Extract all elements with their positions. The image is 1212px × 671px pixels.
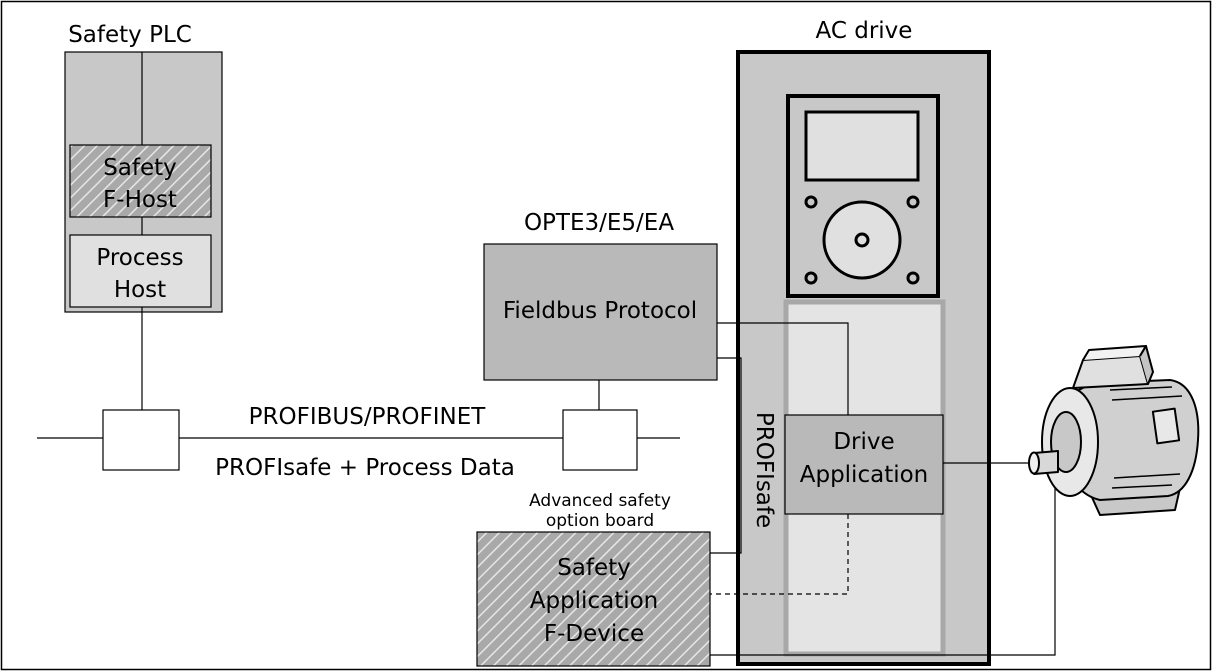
fieldbus-protocol-label: Fieldbus Protocol (503, 298, 697, 324)
option-bus-node (562, 409, 638, 471)
plc-title: Safety PLC (68, 22, 192, 48)
drive-app-line1: Drive (833, 429, 894, 455)
fieldbus-protocol-box: Fieldbus Protocol (483, 243, 718, 381)
process-host-line1: Process (96, 245, 183, 271)
process-host-box: Process Host (69, 234, 212, 308)
plc-bus-node (102, 409, 180, 471)
safety-to-motor-line (710, 473, 1056, 656)
safety-f-host-box: Safety F-Host (69, 144, 212, 218)
bus-label: PROFIBUS/PROFINET (249, 404, 487, 430)
f-host-line1: Safety (103, 155, 177, 181)
safety-board-caption-line1: Advanced safety (529, 491, 671, 511)
safety-board-caption-line2: option board (546, 511, 654, 531)
drive-application-box: Drive Application (784, 414, 944, 515)
motor-icon (1028, 345, 1200, 516)
safety-app-line1: Safety (557, 555, 631, 581)
profisafe-link-line (710, 357, 742, 554)
f-host-line2: F-Host (103, 187, 177, 213)
profisafe-label: PROFIsafe (751, 412, 777, 528)
drive-title: AC drive (816, 18, 913, 44)
data-label: PROFIsafe + Process Data (215, 455, 515, 481)
keypad-icon (786, 94, 940, 298)
drive-to-safety-dashed-line (710, 514, 849, 595)
safety-application-box: Safety Application F-Device (476, 531, 711, 667)
process-host-line2: Host (114, 277, 166, 303)
safety-app-line2: Application (530, 588, 659, 614)
protocol-to-drive-line (717, 322, 849, 415)
option-board-title: OPTE3/E5/EA (524, 210, 674, 236)
drive-app-line2: Application (800, 462, 929, 488)
safety-app-line3: F-Device (544, 621, 644, 647)
